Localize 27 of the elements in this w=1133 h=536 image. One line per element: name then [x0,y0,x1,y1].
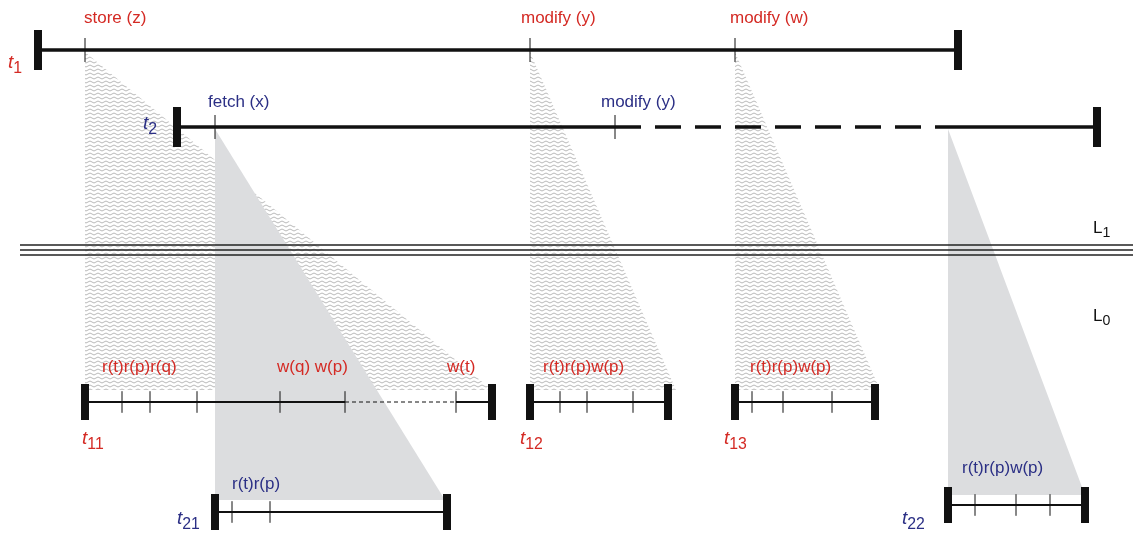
timeline-bar [944,487,1089,523]
operation-label: w(t) [447,357,476,377]
timeline-bar [34,30,962,70]
transaction-label: t$_{13}$ [724,428,747,454]
level-label: L$_{1}$ [1093,218,1111,243]
operation-label: modify (w) [730,8,809,28]
transaction-label: t$_{22}$ [902,508,925,534]
transaction-label: t$_{12}$ [520,428,543,454]
transaction-label: t$_{2}$ [143,113,158,139]
transaction-label: t$_{11}$ [82,428,104,454]
transaction-label: t$_{21}$ [177,508,200,534]
timeline-bar [526,384,672,420]
timeline-bar [211,494,451,530]
operation-label: r(t)r(p)w(p) [962,458,1044,478]
transaction-label: t$_{1}$ [8,52,23,78]
timeline-bar [81,384,496,420]
operation-label: r(t)r(p)w(p) [543,357,625,377]
operation-label: r(t)r(p)r(q) [102,357,177,377]
operation-label: r(t)r(p)w(p) [750,357,832,377]
operation-label: store (z) [84,8,147,28]
operation-label: modify (y) [601,92,676,112]
operation-label: r(t)r(p) [232,474,281,494]
operation-label: w(q) w(p) [277,357,348,377]
timeline-bar [731,384,879,420]
level-label: L$_{0}$ [1093,306,1111,331]
operation-label: modify (y) [521,8,596,28]
operation-label: fetch (x) [208,92,270,112]
